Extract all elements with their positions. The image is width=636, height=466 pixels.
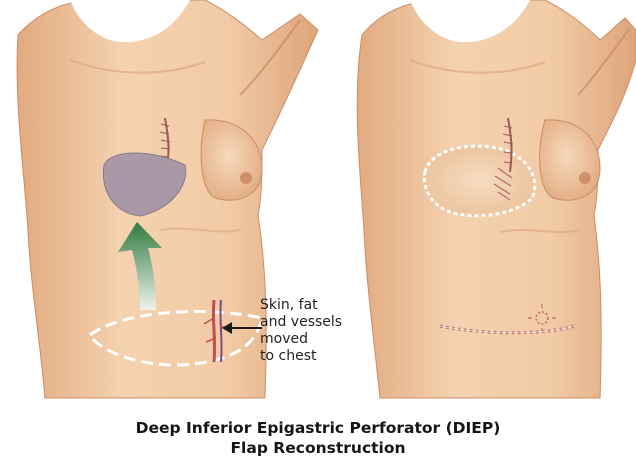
callout-line-3: moved: [260, 331, 370, 348]
callout-line-2: and vessels: [260, 314, 370, 331]
callout-line-4: to chest: [260, 348, 370, 365]
callout-line-1: Skin, fat: [260, 297, 370, 314]
caption-line-2: Flap Reconstruction: [0, 438, 636, 458]
donor-tissue-callout: Skin, fat and vessels moved to chest: [260, 297, 370, 365]
right-panel: [357, 0, 636, 398]
caption-line-1: Deep Inferior Epigastric Perforator (DIE…: [0, 418, 636, 438]
epigastric-vessels: [213, 300, 214, 362]
figure-caption: Deep Inferior Epigastric Perforator (DIE…: [0, 418, 636, 458]
